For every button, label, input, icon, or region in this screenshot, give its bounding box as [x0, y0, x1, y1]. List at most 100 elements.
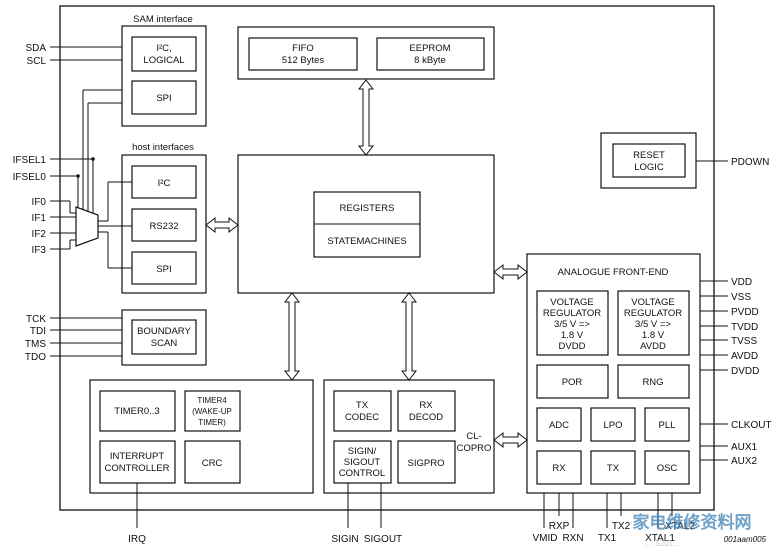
timer4-label: TIMER4: [197, 396, 227, 405]
pin-tdi: TDI: [30, 326, 46, 337]
vreg-avdd-line-2: REGULATOR: [624, 308, 682, 319]
vreg-avdd-line-3: 3/5 V =>: [635, 319, 671, 330]
logic-label: LOGIC: [634, 162, 664, 173]
sam-spi-block: [131, 80, 197, 115]
reset-label: RESET: [633, 150, 665, 161]
pin-sigout: SIGOUT: [364, 534, 402, 545]
pin-tx2: TX2: [612, 521, 631, 532]
host-i2c-label: I²C: [158, 178, 171, 189]
pll-label: PLL: [659, 420, 676, 431]
statemachines-label: STATEMACHINES: [327, 236, 406, 247]
pin-tms: TMS: [25, 339, 46, 350]
timer4-block: [184, 390, 241, 432]
pin-xtal2: XTAL2: [665, 521, 695, 532]
pin-irq: IRQ: [128, 534, 146, 545]
fifo-block: [248, 37, 358, 71]
pin-if3: IF3: [32, 245, 47, 256]
sigpro-block: [397, 440, 456, 484]
fifo-size-label: 512 Bytes: [282, 55, 324, 66]
sam-spi-label: SPI: [156, 93, 171, 104]
rx-block: [536, 450, 582, 485]
rx-label: RX: [552, 463, 566, 474]
timer4-wakeup-label: (WAKE-UP: [192, 407, 232, 416]
osc-block: [644, 450, 690, 485]
sam-interface-title: SAM interface: [133, 14, 193, 25]
bus-arrow-core-clcopro: [400, 292, 418, 381]
bus-arrow-memory-core: [357, 79, 375, 156]
tx-block: [590, 450, 636, 485]
rx-decod-decod-label: DECOD: [409, 412, 443, 423]
adc-label: ADC: [549, 420, 569, 431]
timer0-3-label: TIMER0..3: [114, 406, 159, 417]
pin-clkout: CLKOUT: [731, 420, 772, 431]
crc-block: [184, 440, 241, 484]
tx-codec-tx-label: TX: [356, 400, 369, 411]
pin-aux1: AUX1: [731, 442, 758, 453]
eeprom-size-label: 8 kByte: [414, 55, 446, 66]
pin-ifsel0: IFSEL0: [13, 172, 47, 183]
rx-decod-rx-label: RX: [419, 400, 433, 411]
pin-sigin: SIGIN: [331, 534, 358, 545]
pin-avdd: AVDD: [731, 351, 758, 362]
pin-vmid: VMID: [533, 533, 558, 544]
pin-vdd: VDD: [731, 277, 752, 288]
sigin-sigout-label-2: SIGOUT: [344, 457, 381, 468]
reference-code: 001aam005: [724, 535, 767, 544]
eeprom-label: EEPROM: [409, 43, 450, 54]
pin-ifsel1: IFSEL1: [13, 155, 47, 166]
pin-if1: IF1: [32, 213, 47, 224]
fifo-label: FIFO: [292, 43, 314, 54]
controller-label: CONTROLLER: [105, 463, 170, 474]
vreg-dvdd-line-1: VOLTAGE: [550, 297, 593, 308]
osc-label: OSC: [657, 463, 678, 474]
sigin-sigout-control-block: [333, 440, 392, 484]
pin-sda: SDA: [25, 43, 46, 54]
bus-arrow-host-core: [205, 216, 239, 234]
voltage-regulator-dvdd-block: [536, 290, 609, 356]
pin-dvdd: DVDD: [731, 366, 759, 377]
bus-arrow-clcopro-analogue: [493, 431, 528, 449]
cl-copro-label-2: COPRO: [457, 443, 492, 454]
host-rs232-label: RS232: [149, 221, 178, 232]
sam-logical-label: LOGICAL: [143, 55, 184, 66]
timer0-3-block: [99, 390, 176, 432]
sigpro-label: SIGPRO: [408, 458, 445, 469]
crc-label: CRC: [202, 458, 223, 469]
timer4-timer-label: TIMER): [198, 418, 226, 427]
watermark-text: 家电维修资料网: [633, 512, 752, 532]
pin-tck: TCK: [26, 314, 46, 325]
lpo-label: LPO: [603, 420, 622, 431]
interrupt-label: INTERRUPT: [110, 451, 165, 462]
voltage-regulator-avdd-block: [617, 290, 690, 356]
vreg-avdd-line-5: AVDD: [640, 341, 666, 352]
tx-label: TX: [607, 463, 620, 474]
pin-scl: SCL: [27, 56, 47, 67]
vreg-dvdd-line-5: DVDD: [559, 341, 586, 352]
vreg-avdd-line-4: 1.8 V: [642, 330, 665, 341]
rng-label: RNG: [642, 377, 663, 388]
tx-codec-codec-label: CODEC: [345, 412, 379, 423]
pin-tvss: TVSS: [731, 336, 757, 347]
vreg-avdd-line-1: VOLTAGE: [631, 297, 674, 308]
vreg-dvdd-line-4: 1.8 V: [561, 330, 584, 341]
pin-if2: IF2: [32, 229, 47, 240]
rng-block: [617, 364, 690, 399]
host-interfaces-title: host interfaces: [132, 142, 194, 153]
tx-codec-block: [333, 390, 392, 432]
pin-tdo: TDO: [25, 352, 46, 363]
pll-block: [644, 407, 690, 442]
vreg-dvdd-line-3: 3/5 V =>: [554, 319, 590, 330]
por-label: POR: [562, 377, 583, 388]
pin-pdown: PDOWN: [731, 157, 769, 168]
bus-arrow-core-timers: [283, 292, 301, 381]
boundary-label: BOUNDARY: [137, 326, 191, 337]
analogue-front-end-title: ANALOGUE FRONT-END: [558, 267, 669, 278]
bus-arrow-core-analogue: [493, 263, 528, 281]
adc-block: [536, 407, 582, 442]
host-rs232-block: [131, 208, 197, 242]
por-block: [536, 364, 609, 399]
pin-tx1: TX1: [598, 533, 617, 544]
eeprom-block: [376, 37, 485, 71]
sigin-sigout-label-1: SIGIN/: [348, 446, 377, 457]
